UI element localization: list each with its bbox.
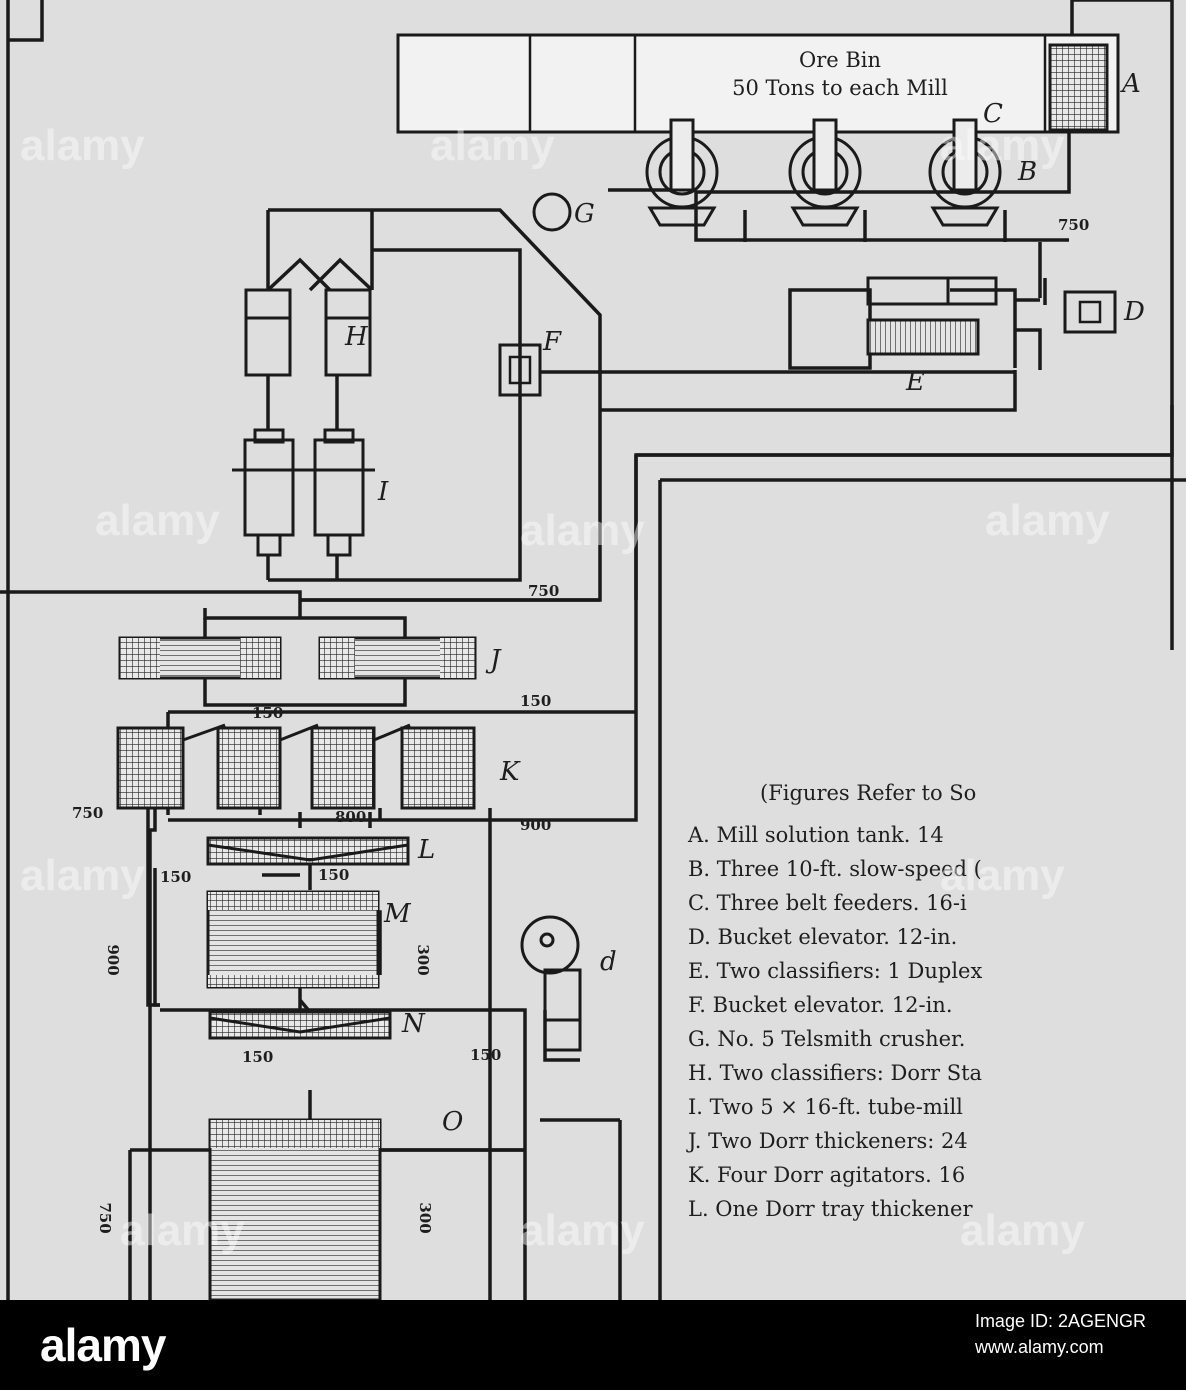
flow-number: 300 [414, 944, 432, 975]
watermark: alamy alamy alamy alamy alamy alamy alam… [20, 121, 1110, 1255]
diagram-scan: Ore Bin 50 Tons to each Mill [0, 0, 1186, 1300]
svg-text:alamy: alamy [120, 1206, 245, 1255]
label-O: O [442, 1107, 463, 1137]
label-J: J [485, 645, 502, 675]
agitators-K [116, 723, 476, 810]
legend-item: F. Bucket elevator. 12-in. [688, 993, 953, 1017]
equipment-legend: (Figures Refer to So A. Mill solution ta… [686, 781, 982, 1221]
flow-number: 150 [318, 866, 349, 884]
label-N: N [401, 1009, 426, 1039]
svg-text:alamy: alamy [20, 851, 145, 900]
flow-number: 150 [470, 1046, 501, 1064]
stock-footer: alamy Image ID: 2AGENGR www.alamy.com [0, 1300, 1186, 1390]
flow-number: 750 [528, 582, 559, 600]
mill-solution-tank-A [1048, 43, 1109, 132]
label-C: C [983, 99, 1003, 129]
label-E: E [905, 367, 925, 397]
flowsheet-diagram: Ore Bin 50 Tons to each Mill [0, 0, 1186, 1300]
label-D: D [1123, 297, 1145, 327]
tray-thickener-L [206, 836, 410, 866]
flow-number: 750 [96, 1202, 114, 1233]
legend-item: B. Three 10-ft. slow-speed ( [688, 857, 982, 881]
legend-item: D. Bucket elevator. 12-in. [688, 925, 957, 949]
svg-text:alamy: alamy [985, 496, 1110, 545]
svg-text:alamy: alamy [940, 121, 1065, 170]
flow-number: 900 [104, 944, 122, 975]
flow-number: 800 [335, 808, 366, 826]
label-K: K [499, 757, 521, 787]
svg-text:alamy: alamy [430, 121, 555, 170]
legend-item: H. Two classifiers: Dorr Sta [688, 1061, 982, 1085]
thickeners-J [118, 636, 477, 680]
label-M: M [383, 899, 412, 929]
alamy-logo: alamy [40, 1319, 166, 1371]
thickener-O [208, 1118, 382, 1300]
svg-text:alamy: alamy [520, 506, 645, 555]
svg-text:alamy: alamy [940, 851, 1065, 900]
flow-number: 300 [416, 1202, 434, 1233]
label-I: I [377, 477, 389, 507]
svg-text:alamy: alamy [95, 496, 220, 545]
legend-item: L. One Dorr tray thickener [688, 1197, 973, 1221]
flow-number: 150 [242, 1048, 273, 1066]
legend-heading: (Figures Refer to So [760, 781, 976, 805]
label-G: G [574, 199, 595, 229]
svg-text:alamy: alamy [960, 1206, 1085, 1255]
legend-item: C. Three belt feeders. 16-i [688, 891, 967, 915]
flow-number: 900 [520, 816, 551, 834]
flow-number: 150 [160, 868, 191, 886]
tube-mills-I [232, 428, 375, 557]
legend-item: E. Two classifiers: 1 Duplex [688, 959, 982, 983]
ore-bin-subtitle: 50 Tons to each Mill [732, 76, 948, 100]
site-url: www.alamy.com [974, 1337, 1104, 1357]
svg-text:alamy: alamy [520, 1206, 645, 1255]
ore-bin-title: Ore Bin [799, 48, 881, 72]
ore-bin: Ore Bin 50 Tons to each Mill [396, 33, 1120, 134]
image-id: Image ID: 2AGENGR [974, 1311, 1146, 1331]
legend-item: G. No. 5 Telsmith crusher. [688, 1027, 965, 1051]
label-L: L [417, 835, 435, 865]
crusher-G [532, 192, 572, 232]
label-H: H [344, 322, 369, 352]
classifiers-H [244, 288, 372, 377]
tray-thickener-N [208, 1010, 392, 1040]
flow-number: 750 [72, 804, 103, 822]
flow-number: 750 [1058, 216, 1089, 234]
legend-item: J. Two Dorr thickeners: 24 [686, 1129, 968, 1153]
flow-number: 150 [252, 704, 283, 722]
label-F: F [542, 327, 562, 357]
label-B: B [1017, 157, 1037, 187]
classifiers-E [866, 276, 998, 356]
label-d: d [600, 947, 617, 977]
legend-item: I. Two 5 × 16-ft. tube-mill [688, 1095, 963, 1119]
label-A: A [1120, 69, 1141, 99]
legend-item: A. Mill solution tank. 14 [687, 823, 944, 847]
svg-text:alamy: alamy [20, 121, 145, 170]
flow-number: 150 [520, 692, 551, 710]
bucket-elevator-D [1063, 290, 1117, 334]
pump-d [520, 915, 582, 1052]
thickener-M [206, 890, 380, 989]
image-id-block: Image ID: 2AGENGR www.alamy.com [975, 1308, 1146, 1360]
legend-item: K. Four Dorr agitators. 16 [688, 1163, 965, 1187]
ball-mills-B [645, 118, 1002, 227]
bucket-elevator-F [498, 343, 542, 397]
